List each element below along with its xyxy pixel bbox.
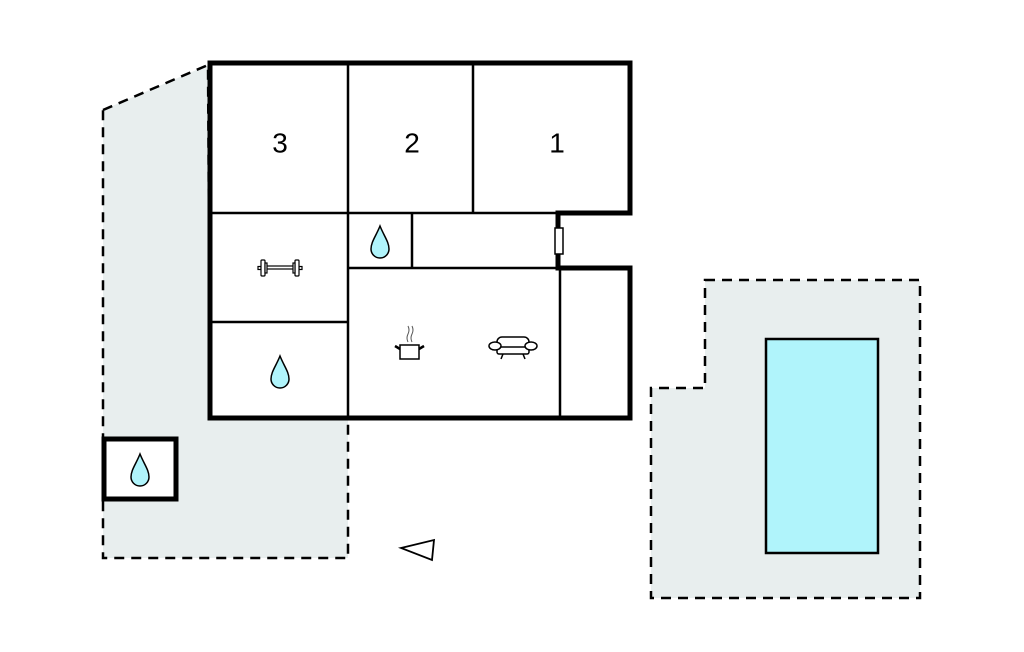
house-outline (207, 60, 633, 421)
entrance-door (554, 227, 564, 255)
swimming-pool (764, 337, 880, 555)
water-drop-icon (370, 223, 390, 259)
left-terrace (101, 63, 350, 560)
sofa-icon (488, 336, 538, 360)
interior-walls (210, 63, 630, 418)
water-drop-icon (270, 353, 290, 389)
dumbbell-icon (257, 259, 303, 277)
room-label-2: 2 (404, 128, 420, 159)
room-label-3: 3 (272, 128, 288, 159)
compass-arrow-icon (397, 538, 436, 562)
room-label-1: 1 (549, 128, 565, 159)
cooking-pot-icon (394, 325, 425, 360)
water-drop-icon (130, 451, 150, 487)
